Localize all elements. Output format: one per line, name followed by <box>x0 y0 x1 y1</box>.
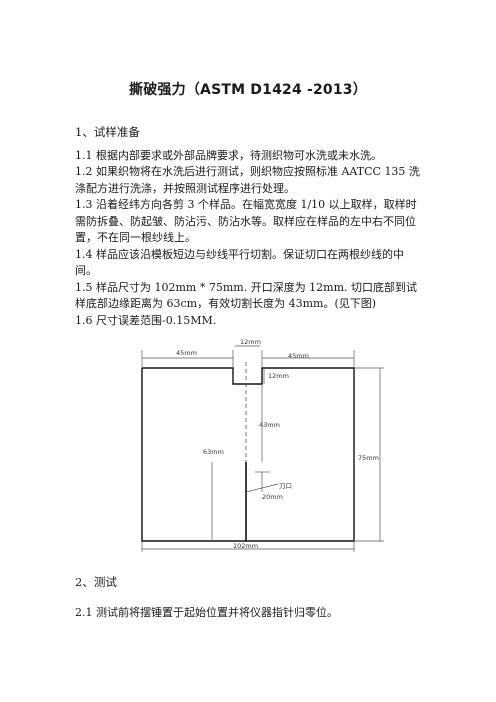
dim-label: 刀口 <box>279 482 292 490</box>
paragraph: 1.2 如果织物将在水洗后进行测试，则织物应按照标准 AATCC 135 洗涤配… <box>75 165 420 195</box>
paragraph: 1.5 样品尺寸为 102mm * 75mm. 开口深度为 12mm. 切口底部… <box>75 280 418 311</box>
section-heading: 2、测试 <box>75 575 117 589</box>
paragraph: 1.3 沿着经纬方向各剪 3 个样品。在幅宽宽度 1/10 以上取样，取样时需防… <box>75 198 417 244</box>
document-title: 撕破强力（ASTM D1424 -2013） <box>129 82 367 98</box>
dim-label: 20mm <box>262 493 283 501</box>
paragraph: 1.4 样品应该沿模板短边与纱线平行切割。保证切口在两根纱线的中间。 <box>75 247 404 278</box>
dim-label: 75mm <box>358 454 379 462</box>
section-test: 2、测试 2.1 测试前将摆锤置于起始位置并将仪器指针归零位。 <box>75 574 423 621</box>
dim-label: 12mm <box>268 372 289 380</box>
dim-label: 63mm <box>203 448 224 456</box>
section-heading: 1、试样准备 <box>75 125 140 139</box>
paragraph: 2.1 测试前将摆锤置于起始位置并将仪器指针归零位。 <box>75 605 338 619</box>
section-preparation: 1、试样准备 1.1 根据内部要求或外部品牌要求，待测织物可水洗或未水洗。 1.… <box>75 124 423 329</box>
dim-label: 45mm <box>176 349 197 357</box>
dim-label: 12mm <box>240 338 261 346</box>
paragraph: 1.6 尺寸误差范围-0.15MM. <box>75 313 217 327</box>
dim-label: 43mm <box>259 421 280 429</box>
dim-label: 45mm <box>288 352 309 360</box>
dim-label: 102mm <box>233 542 258 550</box>
paragraph: 1.1 根据内部要求或外部品牌要求，待测织物可水洗或未水洗。 <box>75 148 382 162</box>
specimen-outline <box>141 367 355 542</box>
